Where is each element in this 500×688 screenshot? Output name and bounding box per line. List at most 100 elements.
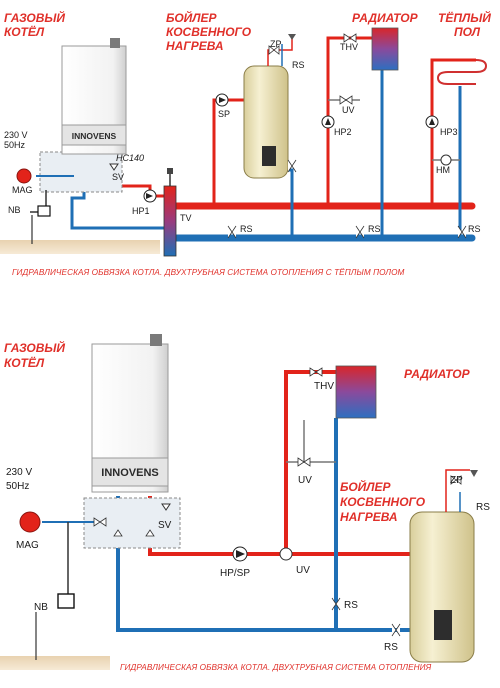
bottom-radiator-title: РАДИАТОР — [404, 367, 471, 381]
bottom-zp-valve — [450, 475, 462, 485]
top-mag-vessel — [16, 168, 32, 184]
tv-vent-cap — [167, 168, 173, 174]
bottom-tank-title: БОЙЛЕР КОСВЕННОГО НАГРЕВА — [340, 478, 428, 524]
bottom-nb-device — [57, 593, 75, 609]
bottom-uv-label-1: UV — [298, 475, 312, 486]
bottom-rs-valve-2 — [391, 623, 401, 637]
top-sv-label: SV — [112, 172, 124, 182]
top-boiler-title: ГАЗОВЫЙ КОТЁЛ — [4, 9, 68, 39]
bottom-thv-valve — [309, 367, 323, 377]
top-nb-label: NB — [8, 205, 21, 215]
hc-label: HC140 — [116, 153, 144, 163]
zp-valve — [268, 45, 280, 55]
thv-label: THV — [340, 42, 358, 52]
bottom-radiator — [335, 365, 377, 419]
rs-label-1: RS — [240, 224, 253, 234]
sp-label: SP — [218, 109, 230, 119]
tank-supply-pipe — [212, 98, 244, 206]
tv-separator — [163, 185, 177, 257]
radiator-supply-pipe — [326, 36, 372, 206]
hp1-pump-arrow — [146, 193, 153, 199]
bottom-tank-hatch — [434, 610, 452, 640]
bottom-boiler-title: ГАЗОВЫЙ КОТЁЛ — [4, 339, 68, 370]
bottom-indirect-tank — [409, 511, 475, 663]
bottom-sv-valve — [161, 503, 171, 511]
bottom-block-valve-2 — [113, 529, 123, 537]
hp2-label: HP2 — [334, 127, 352, 137]
rs-label-2: RS — [368, 224, 381, 234]
top-diagram: ГАЗОВЫЙ КОТЁЛ БОЙЛЕР КОСВЕННОГО НАГРЕВА … — [0, 9, 494, 277]
bottom-rs-valve-1 — [331, 597, 341, 611]
bottom-mag-label: MAG — [16, 540, 39, 551]
bottom-block-valve-3 — [145, 529, 155, 537]
uv-label: UV — [342, 105, 355, 115]
bottom-3way-valve — [279, 547, 293, 561]
floor-loop — [436, 59, 488, 85]
bottom-diagram: ГАЗОВЫЙ КОТЁЛ РАДИАТОР БОЙЛЕР КОСВЕННОГО… — [0, 334, 490, 672]
bottom-nb-pipe — [62, 522, 69, 601]
top-indirect-tank — [243, 65, 289, 179]
tv-label: TV — [180, 213, 192, 223]
rs-valve-2 — [355, 225, 365, 239]
hm-label: HM — [436, 165, 450, 175]
hp2-pump-arrow — [325, 118, 331, 125]
bottom-block-valve-1 — [93, 517, 107, 527]
thv-valve — [343, 33, 357, 43]
bottom-boiler-panel — [91, 457, 169, 487]
top-valves — [227, 33, 467, 239]
top-power: 230 V 50Hz — [4, 130, 30, 150]
bottom-return-pipe — [116, 418, 338, 632]
bottom-uv-valve — [297, 457, 311, 467]
top-nb-device — [37, 205, 51, 217]
ground-strip — [0, 240, 160, 254]
bottom-mag-vessel — [19, 511, 41, 533]
bottom-shower-icon — [470, 470, 478, 477]
section-gap — [0, 290, 500, 320]
hpsp-label: HP/SP — [220, 568, 250, 579]
rs-valve-3 — [457, 225, 467, 239]
hp1-label: HP1 — [132, 206, 150, 216]
top-radiator — [371, 27, 399, 71]
top-sv-valve — [109, 163, 119, 171]
bottom-thv-label: THV — [314, 381, 334, 392]
top-caption: ГИДРАВЛИЧЕСКАЯ ОБВЯЗКА КОТЛА. ДВУХТРУБНА… — [12, 267, 405, 277]
bottom-ground — [0, 656, 110, 670]
bottom-valves — [93, 367, 462, 637]
top-floor-title: ТЁПЛЫЙ ПОЛ — [438, 9, 494, 39]
hp3-label: HP3 — [440, 127, 458, 137]
top-shower-icon — [288, 34, 296, 40]
bottom-nb-label: NB — [34, 602, 48, 613]
top-tank-title: БОЙЛЕР КОСВЕННОГО НАГРЕВА — [166, 9, 254, 53]
rs-valve-tank — [287, 159, 297, 173]
bottom-boiler-flue — [150, 334, 162, 346]
bottom-power: 230 V 50Hz — [6, 467, 35, 492]
bottom-rs-label-1: RS — [344, 600, 358, 611]
top-boiler-panel — [61, 124, 127, 146]
bottom-boiler-brand: INNOVENS — [101, 467, 158, 479]
bottom-zp-label: ZP — [450, 475, 463, 486]
bottom-rs-label-2: RS — [384, 642, 398, 653]
rs-label-3: RS — [468, 224, 481, 234]
top-boiler-brand: INNOVENS — [72, 131, 117, 141]
bottom-sv-label: SV — [158, 520, 172, 531]
hpsp-pump-arrow — [236, 550, 245, 558]
bottom-tank-rs-label: RS — [476, 502, 490, 513]
hp3-pump-arrow — [429, 118, 435, 125]
tank-rs-label: RS — [292, 60, 305, 70]
hydraulic-block — [39, 151, 123, 193]
hm-mixer-icon — [440, 154, 452, 166]
top-boiler-flue — [110, 38, 120, 48]
rs-valve-1 — [227, 225, 237, 239]
sp-pump-arrow — [219, 97, 226, 103]
bottom-caption: ГИДРАВЛИЧЕСКАЯ ОБВЯЗКА КОТЛА. ДВУХТРУБНА… — [120, 663, 432, 672]
top-tank-hatch — [262, 146, 276, 166]
zp-label: ZP — [270, 39, 282, 49]
bottom-uv-label-2: UV — [296, 565, 310, 576]
floor-supply-pipe — [430, 58, 476, 206]
uv-valve — [339, 95, 353, 105]
top-mag-label: MAG — [12, 185, 33, 195]
bottom-tank-hot — [445, 469, 470, 512]
tank-hot-outlet — [267, 36, 293, 66]
top-radiator-title: РАДИАТОР — [352, 11, 419, 25]
